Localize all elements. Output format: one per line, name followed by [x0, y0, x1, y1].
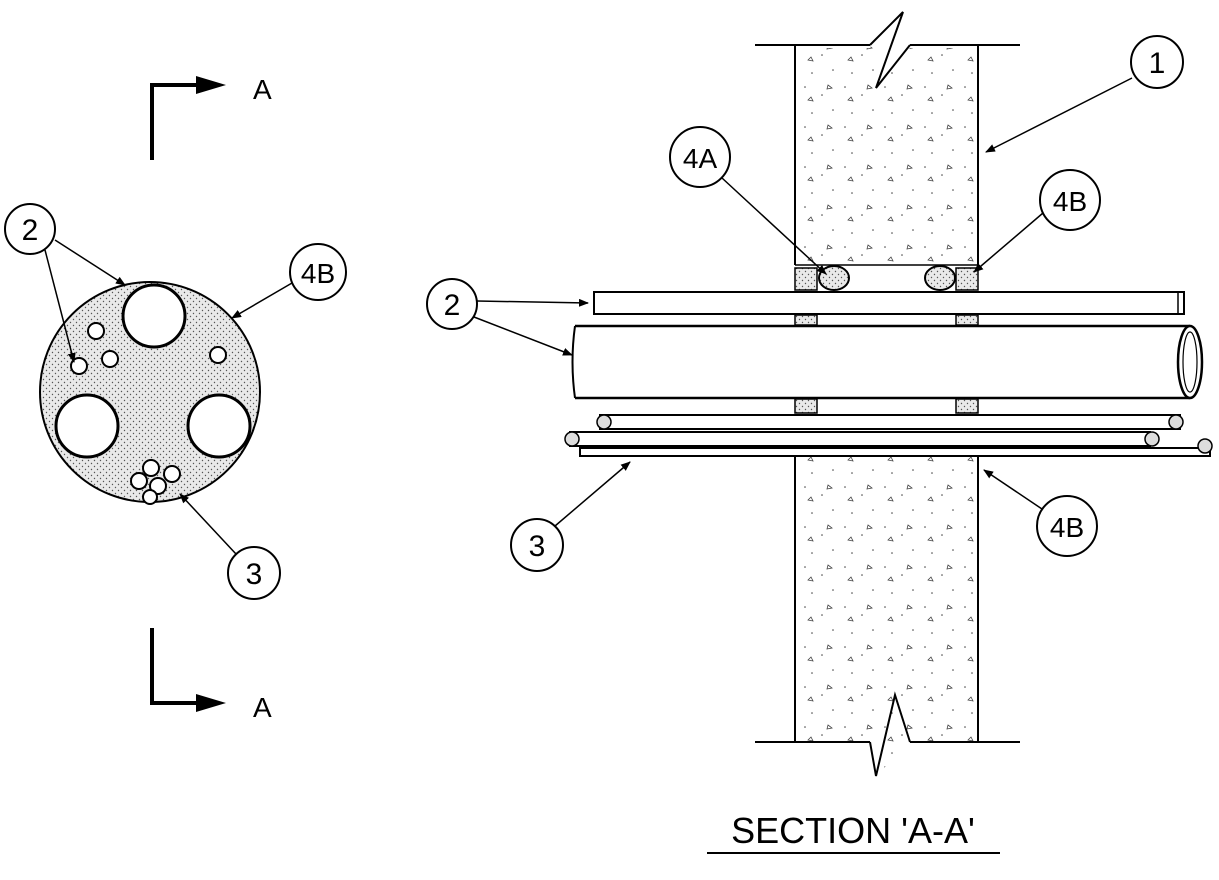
leader-line	[985, 77, 1133, 153]
section-small-pipe	[593, 291, 1185, 315]
leader-line	[973, 212, 1044, 273]
plan-small-pipe	[101, 350, 119, 368]
section-backing-rod	[818, 265, 850, 291]
leader-line	[721, 177, 827, 275]
callout-bubble-wall	[1130, 35, 1184, 89]
leader-line	[473, 316, 573, 356]
section-cables	[564, 414, 1213, 457]
leader-line	[554, 461, 631, 527]
section-marker-bottom	[150, 628, 226, 712]
leader-line	[44, 249, 76, 363]
section-sealant-bands	[794, 267, 979, 414]
plan-cable-bundle	[130, 459, 181, 505]
leader-line	[179, 493, 237, 555]
plan-large-pipe-top	[121, 283, 187, 349]
leader-line	[476, 298, 589, 307]
section-marker-bottom-label: A	[253, 692, 272, 723]
leader-line	[983, 469, 1043, 510]
concrete-wall-upper	[755, 10, 1020, 266]
callout-bubble-section-penetrants	[426, 278, 478, 330]
callout-bubble-sealant-bottom	[1036, 495, 1098, 557]
section-marker-top	[150, 76, 226, 160]
callout-sealant-bottom: 4B	[1050, 512, 1084, 543]
plan-large-pipe-left	[54, 393, 120, 459]
concrete-wall-lower	[755, 455, 1020, 777]
callout-bubble-sealant-top	[1039, 169, 1101, 231]
callout-section-cable: 3	[529, 530, 546, 563]
callout-plan-cable: 3	[246, 558, 263, 591]
callout-bubble-backing	[669, 126, 731, 188]
section-title: SECTION 'A-A'	[731, 810, 975, 851]
leader-line	[231, 282, 293, 319]
plan-small-pipe	[87, 322, 105, 340]
callout-plan-penetrants: 2	[22, 214, 39, 247]
section-backing-rod	[924, 265, 956, 291]
section-marker-top-label: A	[253, 74, 272, 105]
callout-bubble-plan-penetrants	[4, 203, 56, 255]
callout-section-penetrants: 2	[444, 289, 461, 322]
leader-line	[54, 239, 126, 286]
callout-bubble-plan-cable	[227, 546, 281, 600]
callout-sealant-top: 4B	[1053, 186, 1087, 217]
callout-bubble-section-cable	[510, 518, 564, 572]
callout-bubble-plan-sealant	[289, 243, 347, 301]
section-large-pipe	[571, 324, 1204, 400]
plan-small-pipe	[209, 346, 227, 364]
callout-plan-sealant: 4B	[301, 258, 335, 289]
callout-backing: 4A	[683, 143, 718, 174]
plan-large-pipe-right	[186, 393, 252, 459]
callout-wall: 1	[1149, 47, 1166, 80]
